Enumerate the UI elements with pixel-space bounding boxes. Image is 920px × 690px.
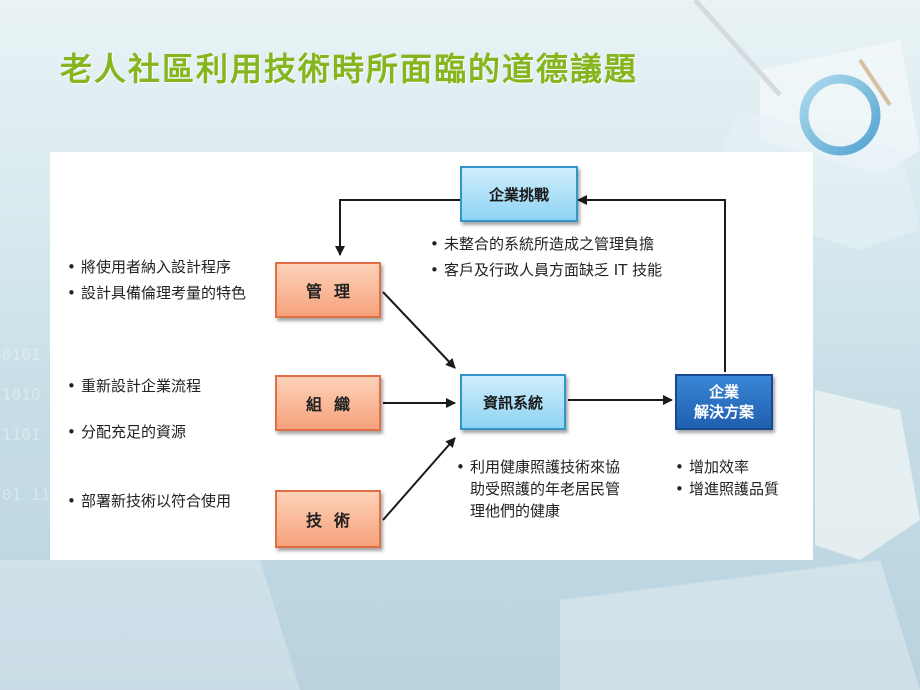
node-business-challenge: 企業挑戰 — [460, 166, 578, 222]
node-information-system-label: 資訊系統 — [482, 393, 543, 412]
node-technology-label: 技術 — [305, 511, 362, 530]
svg-text:1010: 1010 — [2, 385, 41, 404]
note-item: 客戶及行政人員方面缺乏 IT 技能 — [428, 259, 728, 281]
node-management-label: 管理 — [305, 282, 362, 301]
node-information-system: 資訊系統 — [460, 374, 566, 430]
node-management: 管理 — [275, 262, 381, 318]
svg-text:0101: 0101 — [2, 345, 41, 364]
notes-organization: 重新設計企業流程 分配充足的資源 — [65, 375, 265, 443]
node-business-solution-label-line1: 企業 — [708, 383, 739, 401]
note-item: 設計具備倫理考量的特色 — [65, 282, 260, 304]
note-item: 將使用者納入設計程序 — [65, 256, 260, 278]
note-item: 重新設計企業流程 — [65, 375, 265, 397]
arrow-solution-to-challenge — [577, 195, 726, 372]
notes-business-challenge: 未整合的系統所造成之管理負擔 客戶及行政人員方面缺乏 IT 技能 — [428, 233, 728, 281]
notes-technology: 部署新技術以符合使用 — [65, 490, 275, 512]
arrow-technology-to-info-system — [382, 437, 456, 521]
note-item: 未整合的系統所造成之管理負擔 — [428, 233, 728, 255]
node-business-challenge-label: 企業挑戰 — [488, 185, 549, 204]
diagram-panel: 企業挑戰 管理 組織 技術 資訊系統 企業 解決方案 未整合的系統所造成之管理負… — [50, 152, 813, 560]
notes-information-system: 利用健康照護技術來協助受照護的年老居民管理他們的健康 — [454, 456, 624, 522]
node-business-solution: 企業 解決方案 — [675, 374, 773, 430]
arrow-challenge-to-management — [335, 199, 460, 256]
note-item: 分配充足的資源 — [65, 421, 265, 443]
arrow-management-to-info-system — [382, 291, 456, 369]
connector-arrows — [335, 195, 726, 521]
note-item: 利用健康照護技術來協助受照護的年老居民管理他們的健康 — [454, 456, 624, 522]
node-organization-label: 組織 — [305, 395, 362, 414]
notes-management: 將使用者納入設計程序 設計具備倫理考量的特色 — [65, 256, 260, 304]
note-item: 增加效率 — [673, 456, 813, 478]
slide-title: 老人社區利用技術時所面臨的道德議題 — [60, 50, 639, 88]
svg-text:01 11: 01 11 — [2, 485, 50, 504]
node-technology: 技術 — [275, 490, 381, 548]
note-item: 部署新技術以符合使用 — [65, 490, 275, 512]
node-business-solution-label-line2: 解決方案 — [693, 403, 754, 421]
node-organization: 組織 — [275, 375, 381, 431]
note-item: 增進照護品質 — [673, 478, 813, 500]
notes-business-solution: 增加效率 增進照護品質 — [673, 456, 813, 500]
svg-text:1101: 1101 — [2, 425, 41, 444]
